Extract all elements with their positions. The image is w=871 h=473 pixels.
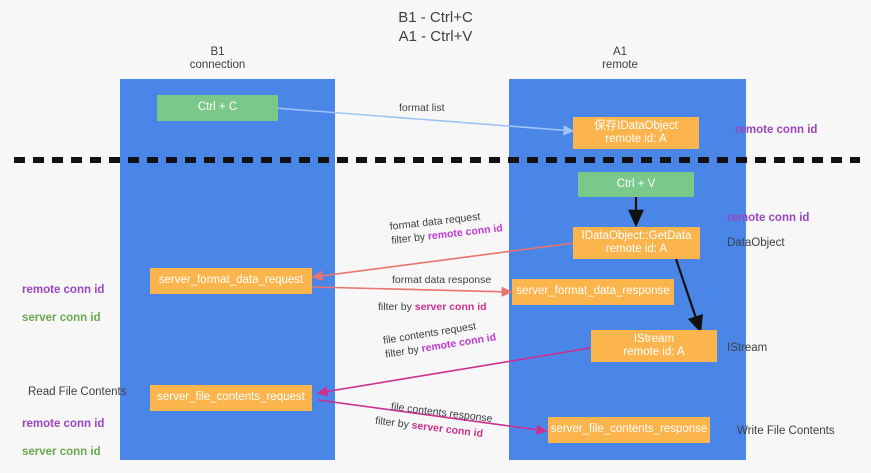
right-label-istream: IStream xyxy=(727,342,768,354)
page-title: B1 - Ctrl+C A1 - Ctrl+V xyxy=(398,9,473,45)
edge-label-format-data-response-group: format data response filter by server co… xyxy=(378,273,491,313)
filter-prefix: filter by xyxy=(378,301,415,313)
lane-title-b1: B1 connection xyxy=(189,46,246,71)
box-ctrl-v[interactable]: Ctrl + V xyxy=(578,172,694,197)
left-label-conn-ids-2: remote conn id server conn id xyxy=(22,403,104,473)
filter-key-server-conn-id: server conn id xyxy=(414,301,487,313)
left-label-remote-conn-id: remote conn id xyxy=(22,284,105,296)
arrow-format-data-request xyxy=(311,242,575,281)
edge-label-format-data-response-filter: filter by server conn id xyxy=(378,300,487,314)
box-server-file-contents-response[interactable]: server_file_contents_response xyxy=(548,417,710,443)
left-label-remote-conn-id-2: remote conn id xyxy=(22,418,105,430)
box-server-format-data-request[interactable]: server_format_data_request xyxy=(150,268,312,294)
box-idataobject-getdata[interactable]: IDataObject::GetData remote id: A xyxy=(573,227,700,259)
box-save-idataobject[interactable]: 保存IDataObject remote id: A xyxy=(573,117,699,149)
box-ctrl-c[interactable]: Ctrl + C xyxy=(157,95,278,121)
arrow-file-contents-response xyxy=(317,399,548,435)
left-label-server-conn-id-2: server conn id xyxy=(22,446,101,458)
edge-label-format-list: format list xyxy=(399,102,445,114)
lane-title-a1: A1 remote xyxy=(602,46,638,71)
right-label-remote-conn-id-mid: remote conn id xyxy=(727,212,810,224)
left-label-conn-ids: remote conn id server conn id xyxy=(22,269,104,339)
right-label-dataobject: DataObject xyxy=(727,237,785,249)
arrow-getdata-istream xyxy=(674,258,703,334)
left-label-server-conn-id: server conn id xyxy=(22,312,101,324)
box-istream[interactable]: IStream remote id: A xyxy=(591,330,717,362)
right-label-write-file-contents: Write File Contents xyxy=(737,425,835,437)
left-label-read-file-contents: Read File Contents xyxy=(28,386,127,398)
box-server-file-contents-request[interactable]: server_file_contents_request xyxy=(150,385,312,411)
right-label-remote-conn-id-top: remote conn id xyxy=(735,124,818,136)
arrow-format-list xyxy=(274,107,575,136)
box-server-format-data-response[interactable]: server_format_data_response xyxy=(512,279,674,305)
edge-label-format-data-response: format data response xyxy=(392,274,492,286)
arrow-format-data-response xyxy=(312,286,513,297)
arrow-file-contents-request xyxy=(316,347,591,397)
